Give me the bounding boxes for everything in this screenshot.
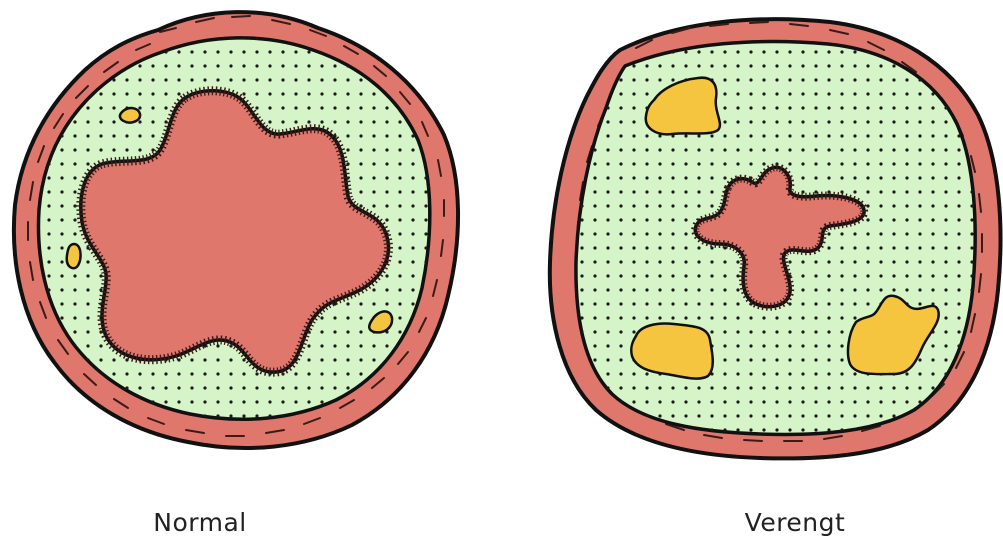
normal-fat-deposit-1 — [120, 108, 140, 122]
label-normal: Normal — [50, 508, 350, 538]
normal-cross-section — [14, 12, 458, 448]
label-narrowed: Verengt — [645, 508, 945, 538]
narrowed-cross-section — [550, 19, 1001, 458]
normal-fat-deposit-2 — [67, 244, 81, 268]
